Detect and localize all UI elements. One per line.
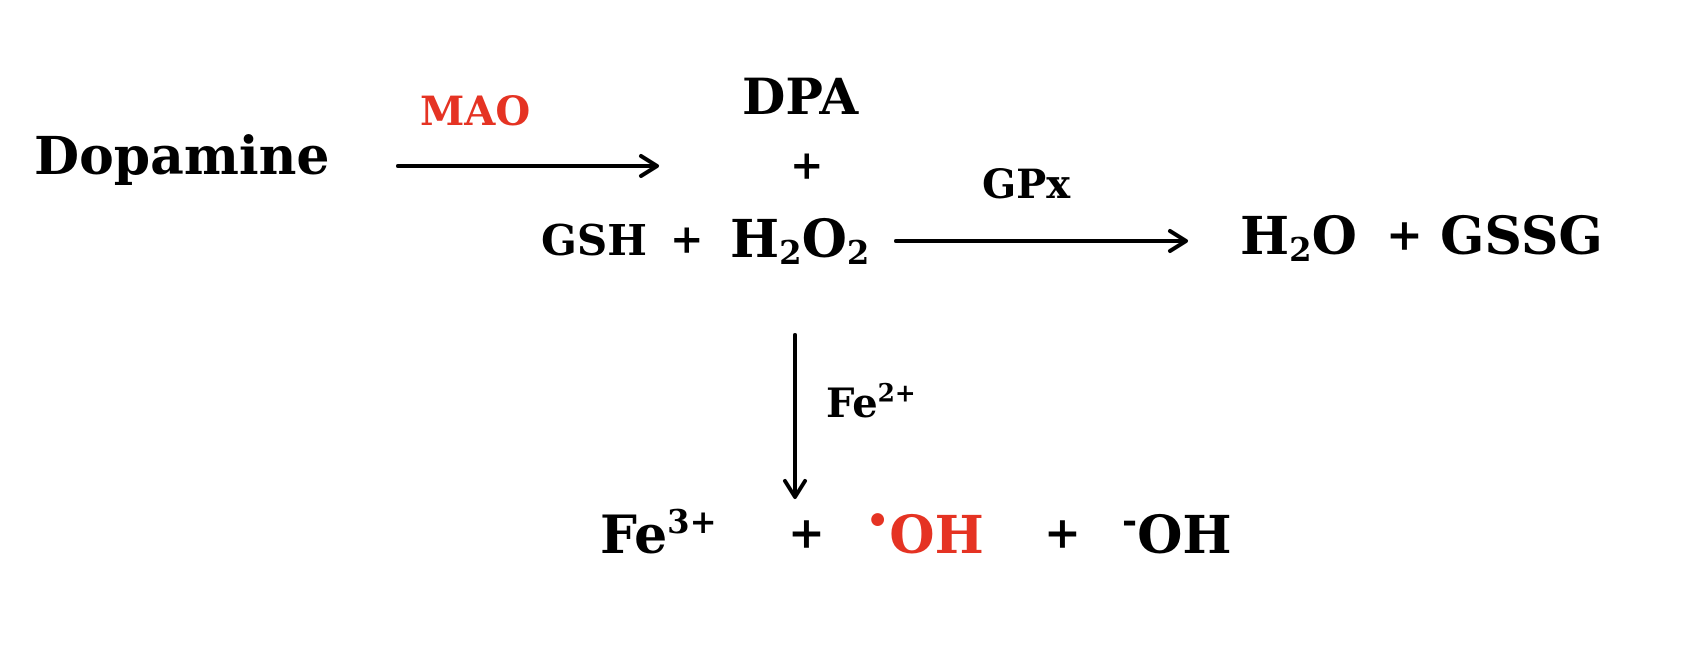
h2o2-h: H bbox=[730, 209, 780, 270]
plus-sign-gsh: + bbox=[670, 216, 704, 263]
fe3-ion-label: Fe3+ bbox=[600, 506, 717, 562]
water-formula: H2O bbox=[1240, 211, 1357, 267]
hydrogen-peroxide-formula: H2O2 bbox=[730, 214, 869, 270]
h2o-h: H bbox=[1240, 206, 1290, 267]
gpx-enzyme-label: GPx bbox=[982, 161, 1071, 208]
hydroxyl-radical-text: OH bbox=[889, 505, 984, 566]
fe2-base: Fe bbox=[826, 380, 878, 427]
hydroxide-ion-label: -OH bbox=[1122, 502, 1232, 562]
radical-dot: • bbox=[866, 498, 890, 542]
dopamine-label: Dopamine bbox=[34, 126, 330, 187]
hydroxide-text: OH bbox=[1137, 505, 1232, 566]
h2o2-o: O bbox=[801, 209, 847, 270]
fe3-charge: 3+ bbox=[667, 503, 717, 542]
gsh-label: GSH bbox=[541, 216, 647, 265]
fe2-catalyst-label: Fe2+ bbox=[826, 381, 916, 424]
plus-sign-products: + bbox=[1386, 210, 1423, 261]
plus-sign-radical: + bbox=[1044, 508, 1081, 559]
gssg-label: GSSG bbox=[1440, 206, 1603, 267]
h2o-sub: 2 bbox=[1289, 231, 1312, 270]
mao-enzyme-label: MAO bbox=[420, 88, 531, 135]
arrow-mao bbox=[396, 154, 659, 178]
h2o2-sub1: 2 bbox=[779, 234, 802, 273]
arrow-gpx bbox=[894, 229, 1188, 253]
hydroxyl-radical-label: •OH bbox=[866, 502, 984, 562]
h2o2-sub2: 2 bbox=[846, 234, 870, 273]
fe3-base: Fe bbox=[600, 505, 668, 566]
hydroxide-minus: - bbox=[1122, 498, 1138, 542]
plus-sign-fe3: + bbox=[788, 508, 825, 559]
fe2-charge: 2+ bbox=[877, 378, 916, 408]
plus-sign-dpa: + bbox=[790, 142, 824, 189]
h2o-o: O bbox=[1311, 206, 1357, 267]
dpa-label: DPA bbox=[742, 67, 859, 126]
arrow-fenton bbox=[783, 333, 807, 499]
